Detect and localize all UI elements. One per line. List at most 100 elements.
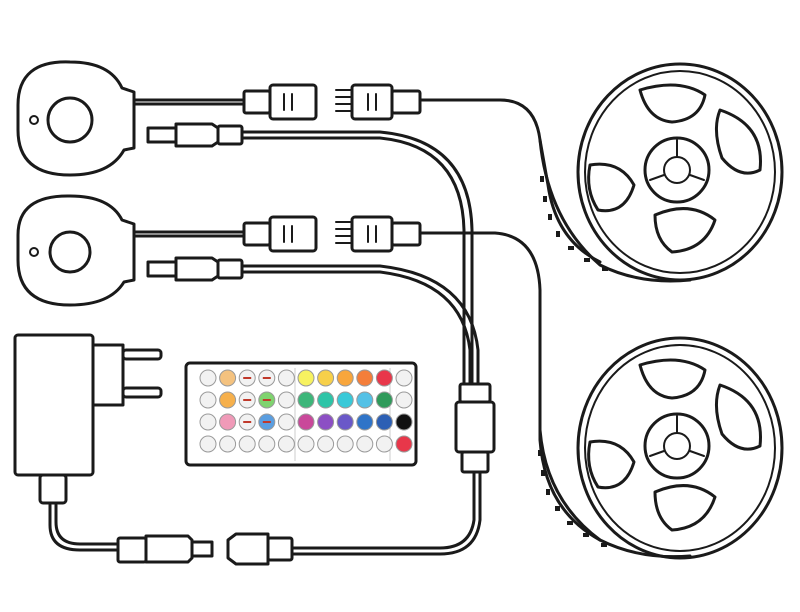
reel-bottom-strip-edge: [538, 428, 692, 559]
remote-key-r2-c6: [297, 391, 315, 409]
remote-key-r2-c9: [356, 391, 374, 409]
wire-controller-top-power: [238, 130, 474, 387]
reel-top-window-bottom-icon: [653, 207, 717, 254]
reel-top-strip-edge: [538, 138, 692, 283]
remote-key-r1-c1: [199, 369, 217, 387]
y-splitter-body: [454, 400, 496, 454]
connector-male-bottom-collar: [390, 221, 422, 247]
wires: [48, 98, 602, 556]
remote-key-r2-c8: [336, 391, 354, 409]
remote-key-r3-c2: [219, 413, 237, 431]
controller-top: [16, 60, 136, 177]
remote-keypad: [199, 369, 413, 453]
connector-male-top-pins-icon: [335, 89, 353, 112]
reel-bottom-window-left-icon: [587, 439, 636, 490]
remote-key-r3-c9: [356, 413, 374, 431]
remote-key-r3-c10: [375, 413, 393, 431]
reel-top-led-dot: [556, 231, 560, 237]
reel-top-led-dot: [543, 196, 547, 202]
remote-key-r1-c8: [336, 369, 354, 387]
dc-plug-bottom-collar: [216, 258, 244, 280]
dc-plug-adapter: [116, 534, 214, 564]
wire-controller-bottom-power-2: [238, 270, 472, 387]
controller-bottom-sensor-icon: [48, 230, 92, 274]
remote-key-r4-c4: [258, 435, 276, 453]
reel-bottom-led-dot: [538, 450, 542, 456]
dc-plug-controller-bottom: [146, 256, 244, 282]
reel-top-led-dot: [568, 246, 574, 250]
reel-top-led-dots: [540, 176, 608, 271]
power-adapter-plug-base: [91, 343, 125, 407]
dc-plug-bottom-body: [174, 256, 220, 282]
remote-key-r4-c9: [356, 435, 374, 453]
dc-plug-adapter-body: [144, 534, 194, 564]
controller-bottom-led-icon: [29, 247, 39, 257]
reel-bottom-led-dot: [541, 470, 545, 476]
connector-male-bottom-pins-icon: [335, 221, 353, 244]
reel-bottom-hub-spokes-icon: [649, 415, 705, 457]
led-strip-reel-top: [538, 62, 784, 283]
connector-male-top-slots-icon: [367, 93, 377, 111]
remote-key-r3-c11: [395, 413, 413, 431]
connector-female-top-slots-icon: [283, 93, 293, 111]
dc-plug-bottom-tip: [146, 260, 178, 278]
remote-key-r4-c11: [395, 435, 413, 453]
reel-top-led-dot: [584, 258, 590, 262]
reel-top-hub-center: [663, 156, 691, 184]
reel-top-led-dot: [548, 214, 552, 220]
power-adapter: [13, 333, 163, 505]
remote-key-r1-c9: [356, 369, 374, 387]
wire-adapter-2: [54, 503, 122, 546]
connector-pair-top: [242, 83, 422, 121]
connector-male-bottom: [350, 215, 394, 253]
reel-top-window-right-icon: [715, 108, 762, 175]
reel-top-window-left-icon: [587, 162, 636, 213]
controller-top-sensor-icon: [46, 96, 94, 144]
dc-jack-splitter: [226, 532, 294, 566]
dc-plug-adapter-tip: [190, 540, 214, 558]
remote-key-r1-c11: [395, 369, 413, 387]
reel-top-led-dot: [602, 267, 608, 271]
reel-bottom-led-dot: [555, 506, 560, 511]
power-adapter-prong-bottom: [121, 386, 163, 399]
remote-key-r1-c6: [297, 369, 315, 387]
power-adapter-strain-relief: [38, 473, 68, 505]
y-splitter: [454, 382, 496, 474]
connector-pair-bottom: [242, 215, 422, 253]
dc-jack-body: [226, 532, 270, 566]
dc-jack-collar: [266, 536, 294, 562]
dc-plug-top-tip: [146, 126, 178, 144]
remote-key-r2-c2: [219, 391, 237, 409]
wire-controller-top-power-2: [238, 136, 466, 387]
dc-plug-top-collar: [216, 124, 244, 146]
remote-key-r2-c7: [317, 391, 335, 409]
reel-bottom-rim: [584, 344, 776, 552]
remote-key-r3-c8: [336, 413, 354, 431]
remote-key-r2-c11: [395, 391, 413, 409]
wire-adapter: [48, 503, 122, 552]
remote-key-r4-c3: [238, 435, 256, 453]
reel-bottom-led-dot: [601, 543, 607, 547]
connector-female-bottom-slots-icon: [283, 225, 293, 243]
remote-key-r3-c5: [277, 413, 295, 431]
reel-top-hub-spokes-icon: [649, 139, 705, 181]
power-adapter-body: [13, 333, 95, 477]
remote-key-r1-c10: [375, 369, 393, 387]
wire-splitter-out: [288, 468, 476, 550]
remote-key-r4-c6: [297, 435, 315, 453]
remote-key-r4-c2: [219, 435, 237, 453]
remote-key-r4-c1: [199, 435, 217, 453]
dc-plug-top-body: [174, 122, 220, 148]
y-splitter-top-collar: [458, 382, 492, 404]
reel-bottom-led-dot: [546, 489, 550, 495]
remote-key-r2-c5: [277, 391, 295, 409]
remote-key-r1-c5: [277, 369, 295, 387]
connector-male-top: [350, 83, 394, 121]
remote-key-r3-c1: [199, 413, 217, 431]
remote-key-r3-c7: [317, 413, 335, 431]
remote-key-r4-c8: [336, 435, 354, 453]
reel-bottom-window-bottom-icon: [653, 484, 717, 532]
reel-bottom-window-right-icon: [715, 383, 762, 451]
reel-bottom-led-dot: [583, 533, 589, 537]
